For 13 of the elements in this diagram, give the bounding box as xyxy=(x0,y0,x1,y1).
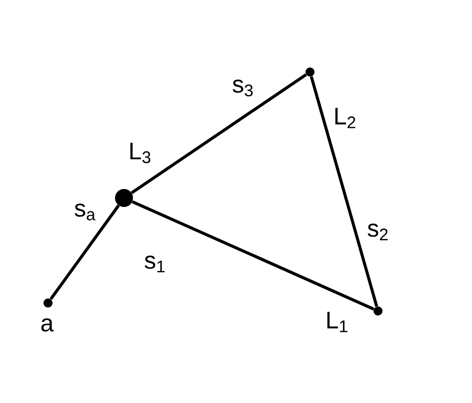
point xyxy=(44,298,52,308)
point-label: a xyxy=(41,318,54,332)
line xyxy=(132,200,374,310)
edge-label: s$_{1}$ xyxy=(144,256,165,272)
point xyxy=(306,68,314,76)
line xyxy=(310,76,378,307)
edge-label: s$_{3}$ xyxy=(232,80,253,96)
edge-label: s$_{a}$ xyxy=(74,204,96,220)
point xyxy=(374,306,382,316)
line xyxy=(130,73,307,194)
line xyxy=(50,204,120,300)
edge-label: s$_{2}$ xyxy=(368,224,388,240)
point xyxy=(115,188,133,207)
